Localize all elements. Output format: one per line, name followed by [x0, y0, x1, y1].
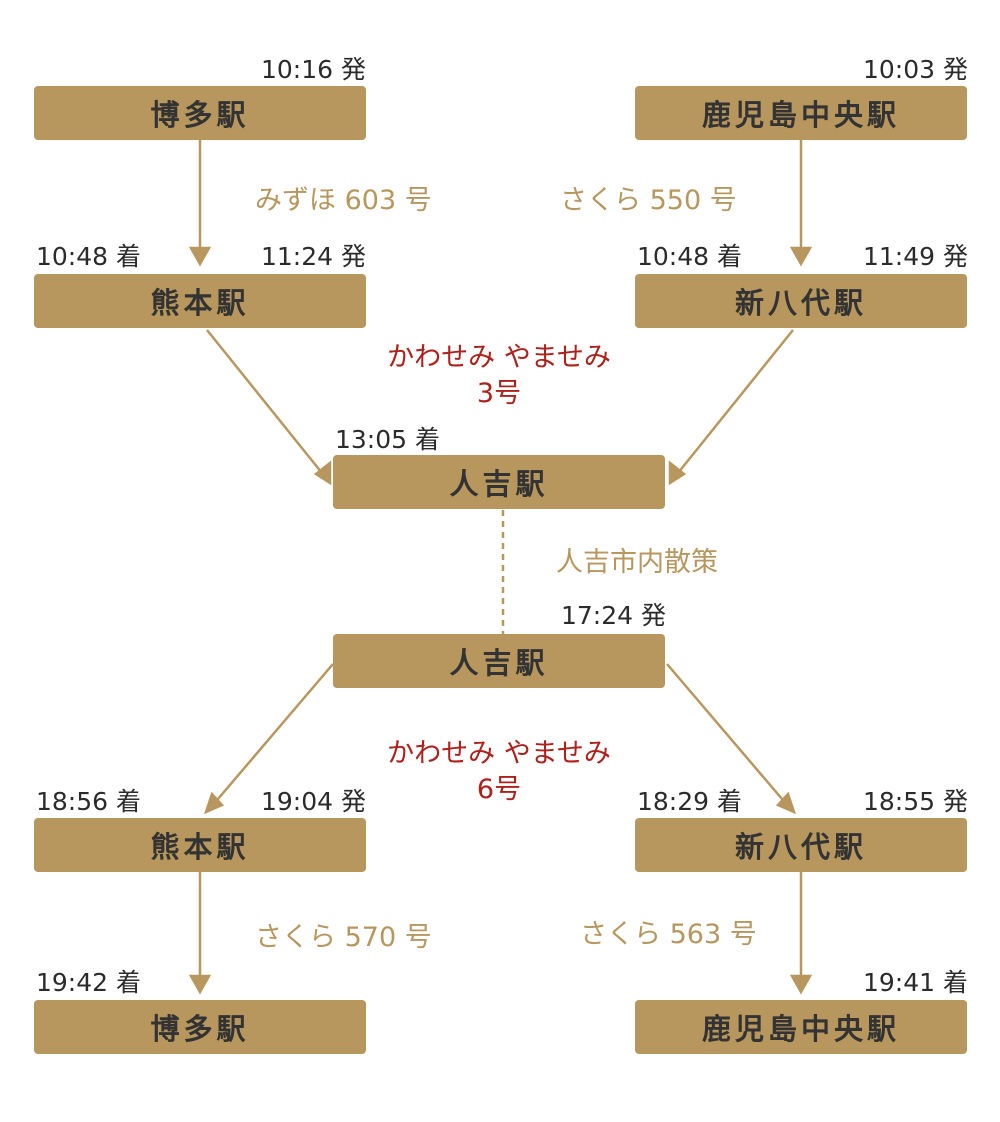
train-kawasemi-yamasemi-3: かわせみ やませみ 3号 — [299, 340, 699, 412]
time-hitoyoshi-arrival: 13:05 着 — [335, 425, 440, 454]
arrow-kumamoto-hitoyoshi — [206, 329, 327, 479]
station-kagoshima-chuo: 鹿児島中央駅 — [635, 86, 967, 140]
time-shinyatsushiro-arrival: 10:48 着 — [637, 242, 742, 271]
time-kumamoto-return-departure: 19:04 発 — [261, 787, 366, 816]
train-number: 3号 — [476, 378, 522, 409]
train-number: 6号 — [476, 774, 522, 805]
arrow-shinyatsushiro-hitoyoshi — [673, 329, 794, 479]
train-sakura-563: さくら 563 号 — [580, 919, 757, 950]
station-hakata: 博多駅 — [34, 86, 366, 140]
arrow-hitoyoshi-kumamoto — [211, 663, 334, 807]
station-kagoshima-chuo-return: 鹿児島中央駅 — [635, 1000, 967, 1054]
station-hakata-return: 博多駅 — [34, 1000, 366, 1054]
station-hitoyoshi-arrival: 人吉駅 — [333, 455, 665, 509]
train-sakura-550: さくら 550 号 — [560, 185, 737, 216]
station-kumamoto-return: 熊本駅 — [34, 818, 366, 872]
time-shinyatsushiro-return-arrival: 18:29 着 — [637, 787, 742, 816]
time-shinyatsushiro-departure: 11:49 発 — [863, 242, 968, 271]
station-hitoyoshi-departure: 人吉駅 — [333, 634, 665, 688]
train-kawasemi-yamasemi-6: かわせみ やませみ 6号 — [299, 736, 699, 808]
time-kagoshima-departure: 10:03 発 — [863, 55, 968, 84]
arrow-hitoyoshi-shinyatsushiro — [666, 663, 789, 807]
time-hakata-arrival: 19:42 着 — [36, 968, 141, 997]
time-shinyatsushiro-return-departure: 18:55 発 — [863, 787, 968, 816]
walk-hitoyoshi-city: 人吉市内散策 — [556, 547, 718, 578]
station-shin-yatsushiro: 新八代駅 — [635, 274, 967, 328]
station-shin-yatsushiro-return: 新八代駅 — [635, 818, 967, 872]
train-name: かわせみ やませみ — [387, 738, 611, 769]
time-kumamoto-departure: 11:24 発 — [261, 242, 366, 271]
time-hitoyoshi-departure: 17:24 発 — [561, 601, 666, 630]
time-kumamoto-return-arrival: 18:56 着 — [36, 787, 141, 816]
time-hakata-departure: 10:16 発 — [261, 55, 366, 84]
train-sakura-570: さくら 570 号 — [255, 922, 432, 953]
station-kumamoto: 熊本駅 — [34, 274, 366, 328]
time-kagoshima-arrival: 19:41 着 — [863, 968, 968, 997]
train-mizuho-603: みずほ 603 号 — [255, 185, 432, 216]
time-kumamoto-arrival: 10:48 着 — [36, 242, 141, 271]
train-name: かわせみ やませみ — [387, 342, 611, 373]
